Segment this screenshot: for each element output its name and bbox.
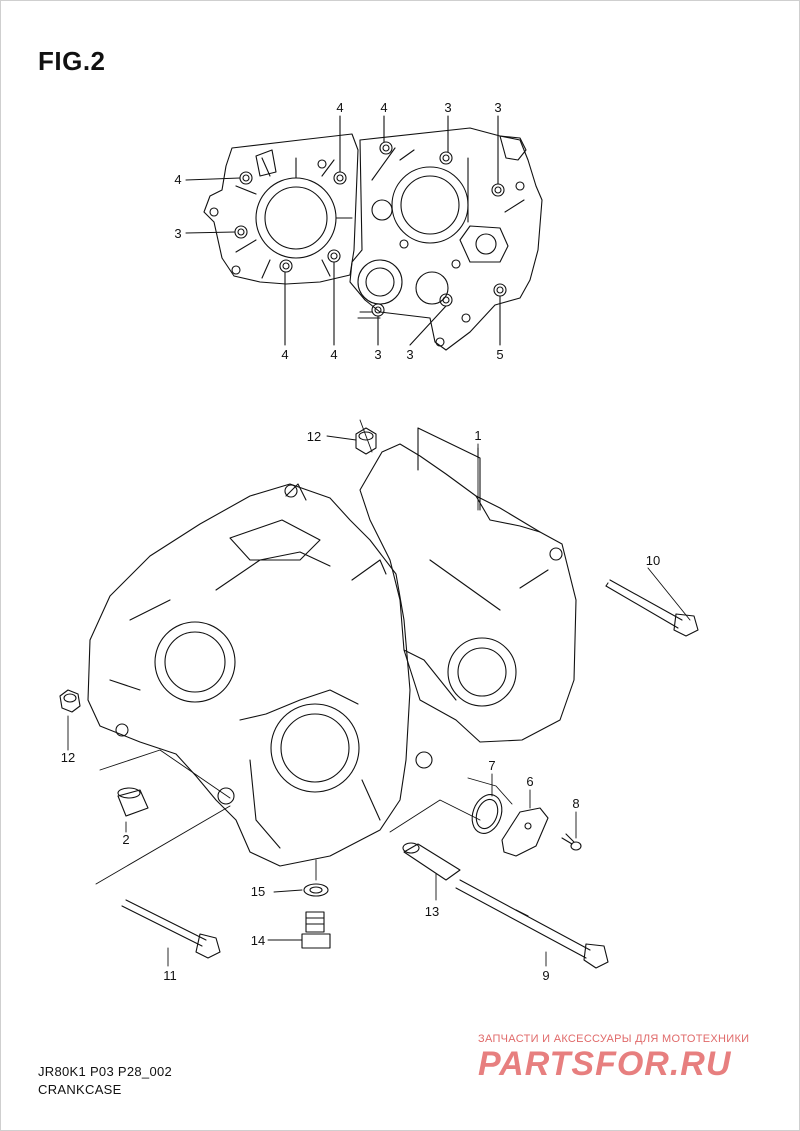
callout-1: 1 [474, 428, 481, 443]
callouts-bottom: 1 12 10 12 2 7 6 8 15 13 14 11 9 [61, 428, 660, 983]
callout-14: 14 [251, 933, 265, 948]
callout-3: 3 [406, 347, 413, 362]
callout-8: 8 [572, 796, 579, 811]
figure-title: FIG.2 [38, 46, 106, 76]
watermark-tagline: ЗАПЧАСТИ И АКСЕССУАРЫ ДЛЯ МОТОТЕХНИКИ [478, 1033, 750, 1045]
part-15-washer [303, 883, 329, 897]
callout-4: 4 [336, 100, 343, 115]
callout-3: 3 [494, 100, 501, 115]
callout-4: 4 [281, 347, 288, 362]
callout-11: 11 [163, 968, 177, 983]
part-9-long-bolt [455, 879, 609, 969]
callout-2: 2 [122, 832, 129, 847]
watermark: ЗАПЧАСТИ И АКСЕССУАРЫ ДЛЯ МОТОТЕХНИКИ PA… [478, 1033, 778, 1084]
callout-3: 3 [374, 347, 381, 362]
callout-10: 10 [646, 553, 660, 568]
leader-lines [67, 419, 691, 967]
callout-4: 4 [174, 172, 181, 187]
part-12-left-nut [59, 689, 81, 713]
crankcase-face-view [185, 115, 543, 351]
part-12-top-nut [355, 427, 377, 455]
part-14-bolt [301, 911, 331, 949]
part-10-bolt [605, 579, 699, 637]
part-7-o-ring [471, 794, 503, 834]
callout-3: 3 [444, 100, 451, 115]
callout-4: 4 [380, 100, 387, 115]
callouts-top: 4 4 3 3 4 3 4 4 3 3 5 [174, 100, 503, 362]
callout-12: 12 [61, 750, 75, 765]
callout-4: 4 [330, 347, 337, 362]
callout-3: 3 [174, 226, 181, 241]
part-13-collar [402, 842, 461, 881]
crankcase-isometric-view [87, 427, 577, 867]
part-11-bolt [121, 899, 221, 959]
part-6-cover-plate [501, 807, 549, 857]
callout-13: 13 [425, 904, 439, 919]
part-2-dowel [117, 787, 149, 817]
footer: JR80K1 P03 P28_002 CRANKCASE [38, 1063, 172, 1099]
callout-15: 15 [251, 884, 265, 899]
callout-9: 9 [542, 968, 549, 983]
diagram-name: CRANKCASE [38, 1082, 122, 1097]
callout-7: 7 [488, 758, 495, 773]
callout-12: 12 [307, 429, 321, 444]
watermark-logo: PARTSFOR.RU [478, 1045, 732, 1083]
callout-5: 5 [496, 347, 503, 362]
diagram-code: JR80K1 P03 P28_002 [38, 1064, 173, 1079]
part-8-screw [561, 833, 582, 851]
callout-6: 6 [526, 774, 533, 789]
